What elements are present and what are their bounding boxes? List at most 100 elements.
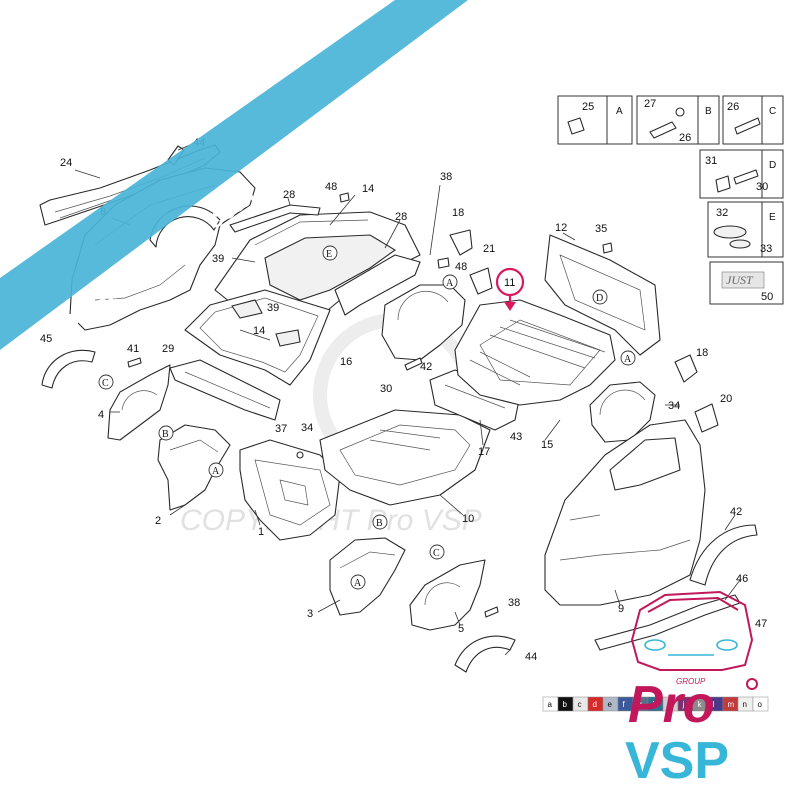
svg-text:30: 30 — [756, 181, 768, 193]
marker-B-mid: B — [372, 514, 388, 530]
callout-10: 10 — [462, 513, 474, 525]
part-2-wheelhouse-left — [157, 424, 231, 511]
marker-C-mid: C — [429, 544, 445, 560]
part-44-front-arch-trim — [454, 635, 516, 673]
callout-19: 18 — [452, 207, 464, 219]
callout-29: 34 — [301, 422, 313, 434]
logo-group-tag: GROUP — [676, 677, 706, 686]
callout-11-highlight[interactable]: 11 — [495, 267, 525, 311]
svg-text:25: 25 — [582, 101, 594, 113]
callout-22: 28 — [395, 211, 407, 223]
legend-box-C: 26 C — [722, 95, 784, 145]
callout-4: 4 — [98, 409, 104, 421]
swatch-letter: f — [623, 700, 626, 709]
part-4-front-wing-panel — [107, 364, 171, 441]
marker-A-left: A — [208, 462, 224, 478]
callout-1: 1 — [258, 526, 264, 538]
callout-39-bottom: 43 — [510, 431, 522, 443]
swatch-letter: j — [682, 700, 685, 709]
callout-15: 15 — [541, 439, 553, 451]
callout-3: 3 — [307, 608, 313, 620]
callout-47: 47 — [755, 618, 767, 630]
callout-34-left: 39 — [212, 253, 224, 265]
part-3-wheelhouse-right — [329, 537, 406, 616]
swatch-letter: i — [668, 700, 670, 709]
svg-text:E: E — [326, 249, 332, 260]
swatch-letter: m — [728, 700, 735, 709]
callout-18: 18 — [696, 347, 708, 359]
logo-vsp-text: VSP — [625, 732, 729, 790]
part-19-bracket — [449, 229, 473, 256]
svg-text:33: 33 — [760, 243, 772, 255]
swatch-d: d — [587, 696, 604, 712]
car-front-outline-icon — [630, 590, 754, 671]
part-18-bracket — [674, 354, 698, 383]
callout-39-top: 42 — [420, 361, 432, 373]
callout-20: 20 — [720, 393, 732, 405]
part-14-pad — [275, 329, 301, 347]
svg-text:E: E — [769, 212, 776, 223]
marker-C-left: C — [98, 374, 114, 390]
svg-text:C: C — [433, 548, 440, 559]
svg-text:31: 31 — [705, 155, 717, 167]
part-15-rear-wheelhouse-right — [589, 381, 656, 443]
marker-B-left: B — [158, 425, 174, 441]
svg-text:B: B — [705, 106, 712, 117]
part-1-front-bulkhead — [239, 439, 341, 541]
svg-text:A: A — [212, 466, 220, 477]
swatch-letter: l — [713, 700, 715, 709]
callout-14: 14 — [253, 325, 265, 337]
callout-46: 46 — [736, 573, 748, 585]
part-24-scuttle-panel — [169, 359, 281, 421]
legend-box-D: 31 30 D — [699, 149, 784, 199]
callout-12: 12 — [555, 222, 567, 234]
svg-text:A: A — [624, 354, 632, 365]
marker-A-top: A — [442, 274, 458, 290]
swatch-a: a — [542, 696, 559, 712]
swatch-c: c — [572, 696, 589, 712]
swatch-letter: b — [563, 700, 568, 709]
swatch-e: e — [602, 696, 619, 712]
callout-34-top: 38 — [440, 171, 452, 183]
svg-text:B: B — [376, 518, 383, 529]
part-11-rear-floor — [454, 299, 616, 406]
swatch-h: h — [647, 696, 664, 712]
part-10-front-floor-pan — [319, 409, 491, 506]
legend-box-B: 27 26 B — [636, 95, 720, 145]
logo-gear-icon — [746, 678, 758, 690]
swatch-n: n — [737, 696, 754, 712]
callout-11-label: 11 — [504, 277, 515, 289]
swatch-o: o — [752, 696, 769, 712]
part-9-body-side-panel — [544, 419, 706, 606]
svg-text:50: 50 — [761, 291, 773, 303]
callout-23: 28 — [283, 189, 295, 201]
swatch-f: f — [617, 696, 634, 712]
svg-text:D: D — [769, 160, 776, 171]
legend-box-A: 25 A — [557, 95, 633, 145]
svg-text:27: 27 — [644, 98, 656, 110]
callout-48-mid: 48 — [455, 261, 467, 273]
callout-44: 44 — [525, 651, 537, 663]
swatch-m: m — [722, 696, 739, 712]
callout-48-top: 48 — [325, 181, 337, 193]
callout-36: 39 — [267, 302, 279, 314]
callout-30: 37 — [275, 423, 287, 435]
callout-38: 38 — [508, 597, 520, 609]
marker-A-right: A — [620, 350, 636, 366]
svg-text:D: D — [596, 293, 603, 304]
swatch-letter: g — [638, 700, 642, 709]
legend-box-50: JUST 50 — [709, 261, 784, 305]
legend-box-E: 32 33 E — [707, 201, 784, 258]
marker-E-roof: E — [322, 245, 338, 261]
leader-lines — [74, 144, 741, 656]
part-windscreen-frame — [184, 289, 331, 386]
swatch-letter: k — [698, 700, 703, 709]
part-36-pad — [231, 299, 263, 319]
callout-42: 42 — [730, 506, 742, 518]
callout-28-right: 34 — [668, 400, 680, 412]
callout-16: 16 — [340, 356, 352, 368]
callout-13: 14 — [362, 183, 374, 195]
swatch-letter: d — [593, 700, 597, 709]
